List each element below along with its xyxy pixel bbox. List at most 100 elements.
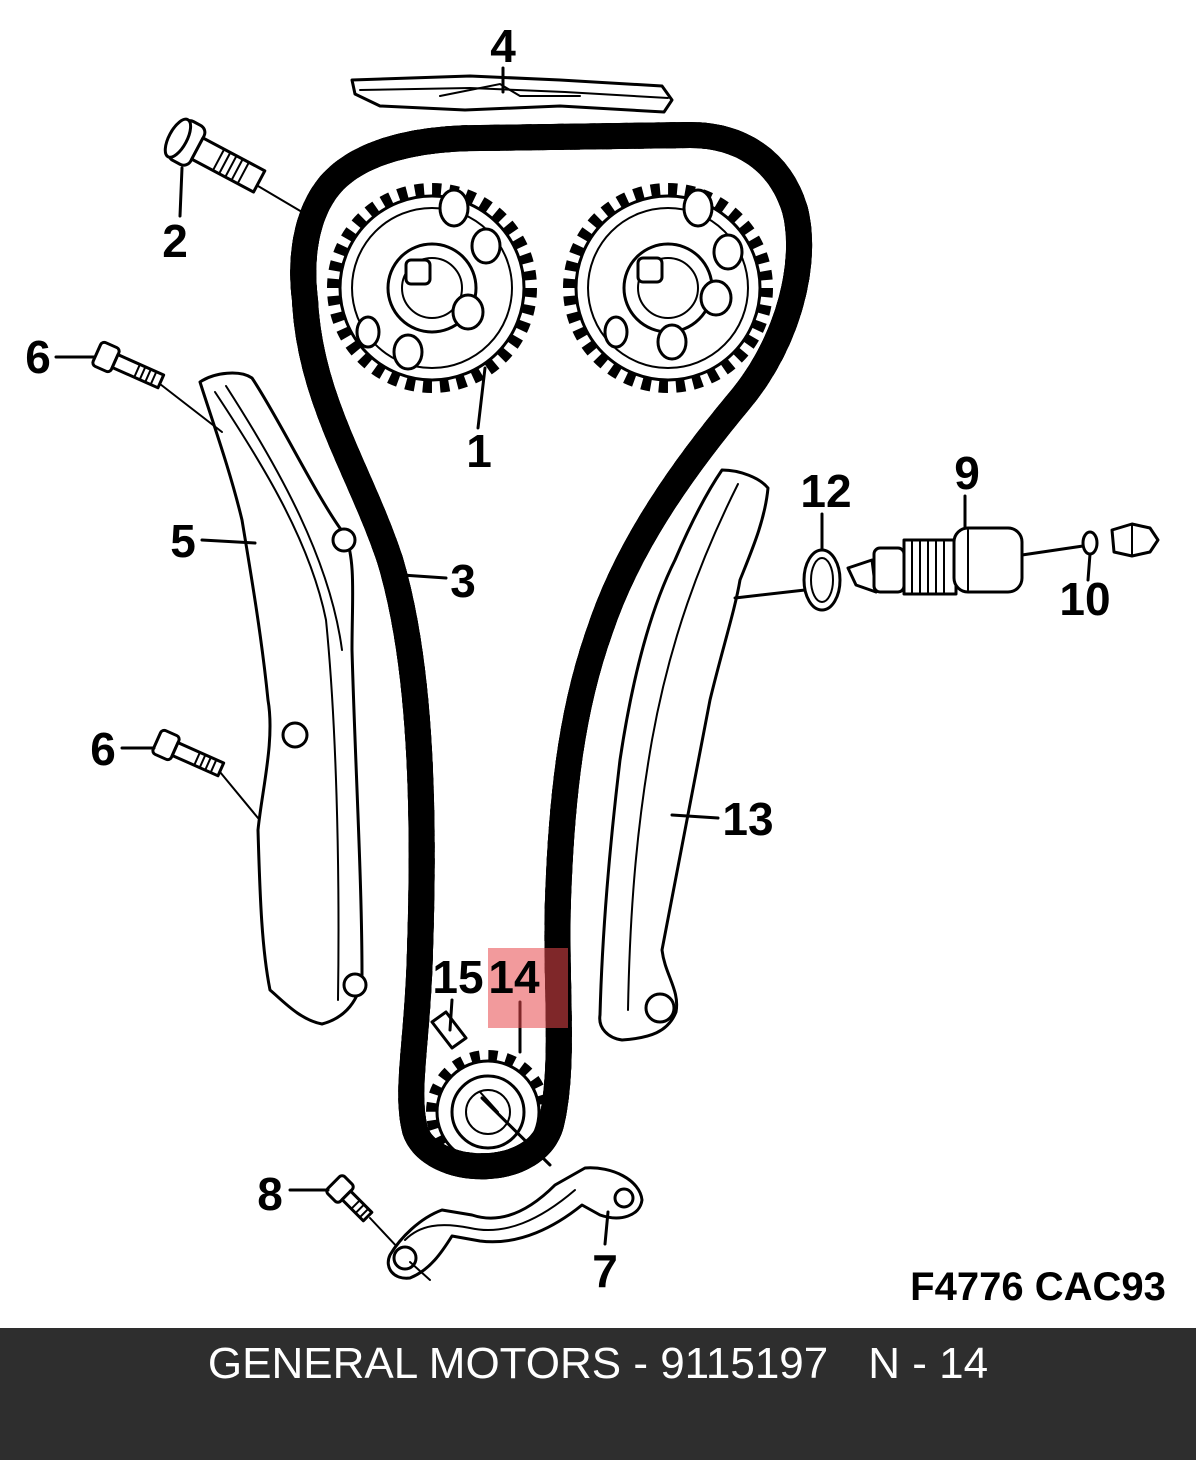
figure-code: F4776 CAC93 <box>910 1265 1166 1309</box>
sprocket-inner-ring <box>587 207 749 369</box>
crank-sprocket-hub <box>450 1074 526 1150</box>
rail-bolt-upper <box>91 340 166 390</box>
bolt-6-lower-leader <box>219 771 259 819</box>
tensioner-axis-line <box>733 588 807 600</box>
sprocket-hole <box>438 188 470 228</box>
diagram-position: N - 14 <box>868 1339 989 1388</box>
bolt-threads <box>211 148 250 185</box>
chain-tensioner-assembly <box>733 522 1160 612</box>
callout-14: 14 <box>488 951 540 1003</box>
leader-13 <box>670 813 720 820</box>
tensioner-body <box>952 526 1024 594</box>
sprocket-hole <box>392 333 424 371</box>
timing-chain <box>303 122 799 1166</box>
callout-12: 12 <box>800 465 851 517</box>
crank-sprocket-keyway <box>479 1091 499 1113</box>
callout-3: 3 <box>450 555 476 607</box>
callout-6-upper: 6 <box>25 331 51 383</box>
seal-ring-inner <box>810 557 834 603</box>
sprocket-center-hole <box>636 256 664 284</box>
crank-key-line <box>480 1096 552 1167</box>
leader-10 <box>1086 552 1092 582</box>
part-info-footer: GENERAL MOTORS - 9115197 N - 14 <box>0 1328 1196 1460</box>
bolt-2-leader <box>257 185 303 213</box>
callout-8: 8 <box>257 1168 283 1220</box>
sprocket-hole <box>470 227 502 265</box>
callout-4: 4 <box>490 20 516 72</box>
bracket-bolt <box>325 1174 374 1223</box>
sprocket-hole <box>355 315 381 349</box>
bolt-threads <box>193 751 218 774</box>
sprocket-inner-ring <box>351 207 513 369</box>
callout-6-lower: 6 <box>90 723 116 775</box>
callout-9: 9 <box>954 447 980 499</box>
leader-1 <box>476 366 487 430</box>
lower-chain-guide-bracket <box>386 1166 644 1281</box>
upper-guide-body <box>350 74 674 114</box>
right-guide-body <box>598 468 770 1042</box>
left-rail-upper-pivot <box>331 527 357 553</box>
upper-guide-rib <box>439 82 581 97</box>
sprocket-hole <box>682 188 714 228</box>
bolt-6-upper-leader <box>159 383 223 433</box>
left-camshaft-sprocket <box>327 183 537 393</box>
callout-13: 13 <box>722 793 773 845</box>
leader-5 <box>200 538 257 545</box>
callout-2: 2 <box>162 215 188 267</box>
brand-part-number: GENERAL MOTORS - 9115197 <box>207 1339 829 1388</box>
leader-3 <box>400 573 448 580</box>
upper-chain-guide <box>350 74 674 114</box>
callout-labels: 4 2 6 1 5 3 12 9 10 6 13 15 14 8 7 <box>25 20 1110 1297</box>
leader-2 <box>178 166 184 218</box>
sprocket-teeth <box>563 183 773 393</box>
bracket-edge <box>404 1189 576 1241</box>
sprocket-hole <box>712 233 744 271</box>
left-rail-groove <box>214 391 340 1001</box>
guide-bolt-upper <box>163 117 267 194</box>
left-tensioner-rail <box>198 371 368 1026</box>
tensioner-plunger-tip <box>846 558 878 594</box>
bolt-shaft <box>340 1189 374 1223</box>
timing-chain-diagram: 4 2 6 1 5 3 12 9 10 6 13 15 14 8 7 F4776… <box>25 20 1166 1309</box>
part-14-highlight <box>488 948 568 1028</box>
left-rail-body <box>198 371 364 1026</box>
callout-15: 15 <box>432 951 483 1003</box>
bolt-shaft <box>190 136 267 194</box>
upper-guide-edge <box>359 86 669 99</box>
tensioner-plug-bolt <box>1110 522 1160 558</box>
left-rail-lower-pivot <box>342 972 368 998</box>
bolt-threads <box>133 363 158 386</box>
leader-15 <box>448 998 454 1032</box>
right-guide-pivot <box>644 992 676 1024</box>
tensioner-washer <box>1081 530 1099 556</box>
sprocket-hole <box>603 315 629 349</box>
bolt-8-leader <box>369 1217 401 1251</box>
right-camshaft-sprocket <box>563 183 773 393</box>
bracket-hole-leader <box>409 1261 431 1281</box>
right-guide-groove <box>627 483 739 1011</box>
callout-5: 5 <box>170 515 196 567</box>
callout-10: 10 <box>1059 573 1110 625</box>
rail-bolt-lower <box>151 728 226 778</box>
callout-1: 1 <box>466 425 492 477</box>
left-rail-mid-pivot <box>281 721 309 749</box>
crank-sprocket-bore <box>465 1089 511 1135</box>
sprocket-hub-face <box>637 257 699 319</box>
sprocket-center-hole <box>404 258 432 286</box>
tensioner-bolt-axis <box>1020 544 1085 557</box>
sprocket-hub-face <box>401 257 463 319</box>
leader-7 <box>603 1210 610 1246</box>
sprocket-hole <box>699 279 733 317</box>
sprocket-hole <box>656 323 688 361</box>
sprocket-teeth <box>327 183 537 393</box>
bracket-body <box>386 1166 644 1280</box>
bracket-hole-right <box>613 1187 635 1209</box>
tensioner-plunger <box>872 546 906 594</box>
bolt-head-face <box>163 117 193 159</box>
tensioner-thread-lines <box>911 539 945 595</box>
bolt-threads <box>350 1199 370 1219</box>
left-rail-edge <box>225 385 343 651</box>
sprocket-hole <box>451 293 485 331</box>
callout-7: 7 <box>592 1245 618 1297</box>
right-chain-guide <box>598 468 770 1042</box>
